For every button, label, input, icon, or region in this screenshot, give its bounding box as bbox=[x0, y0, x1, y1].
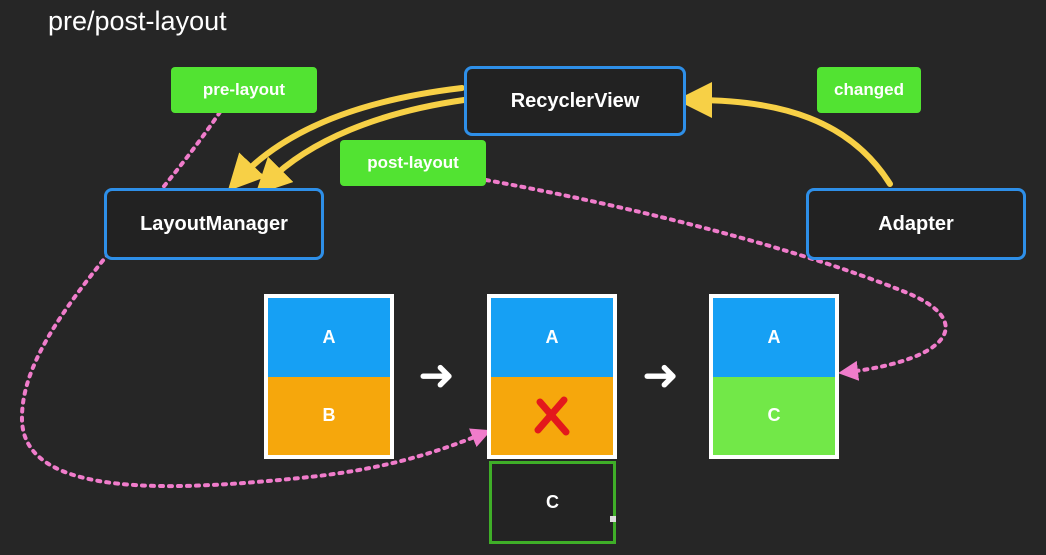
item-c-pending: C bbox=[489, 461, 616, 544]
item-a-before: A bbox=[268, 298, 390, 377]
list-before-panel: A B bbox=[264, 294, 394, 459]
dotted-path-pre-layout bbox=[19, 110, 492, 489]
pre-layout-tag: pre-layout bbox=[171, 67, 317, 113]
item-b-before: B bbox=[268, 376, 390, 455]
transition-arrow-icon: ➜ bbox=[642, 351, 679, 400]
adapter-node: Adapter bbox=[806, 188, 1026, 260]
list-after-panel: A C bbox=[709, 294, 839, 459]
flow-arrow-adapter-to-recyclerview bbox=[676, 82, 893, 187]
item-c-after: C bbox=[713, 376, 835, 455]
transition-arrow-icon: ➜ bbox=[418, 351, 455, 400]
list-middle-panel: A bbox=[487, 294, 617, 459]
dotted-path-post-layout bbox=[484, 178, 948, 381]
cross-mark-icon bbox=[534, 396, 570, 436]
item-a-after: A bbox=[713, 298, 835, 377]
layoutmanager-node: LayoutManager bbox=[104, 188, 324, 260]
post-layout-tag: post-layout bbox=[340, 140, 486, 186]
page-title: pre/post-layout bbox=[48, 6, 227, 36]
item-a-middle: A bbox=[491, 298, 613, 377]
changed-tag: changed bbox=[817, 67, 921, 113]
item-b-middle-removed bbox=[491, 376, 613, 455]
flow-arrow-recyclerview-to-layoutmanager-inner bbox=[255, 97, 467, 195]
recyclerview-node: RecyclerView bbox=[464, 66, 686, 136]
resize-handle bbox=[610, 516, 616, 522]
